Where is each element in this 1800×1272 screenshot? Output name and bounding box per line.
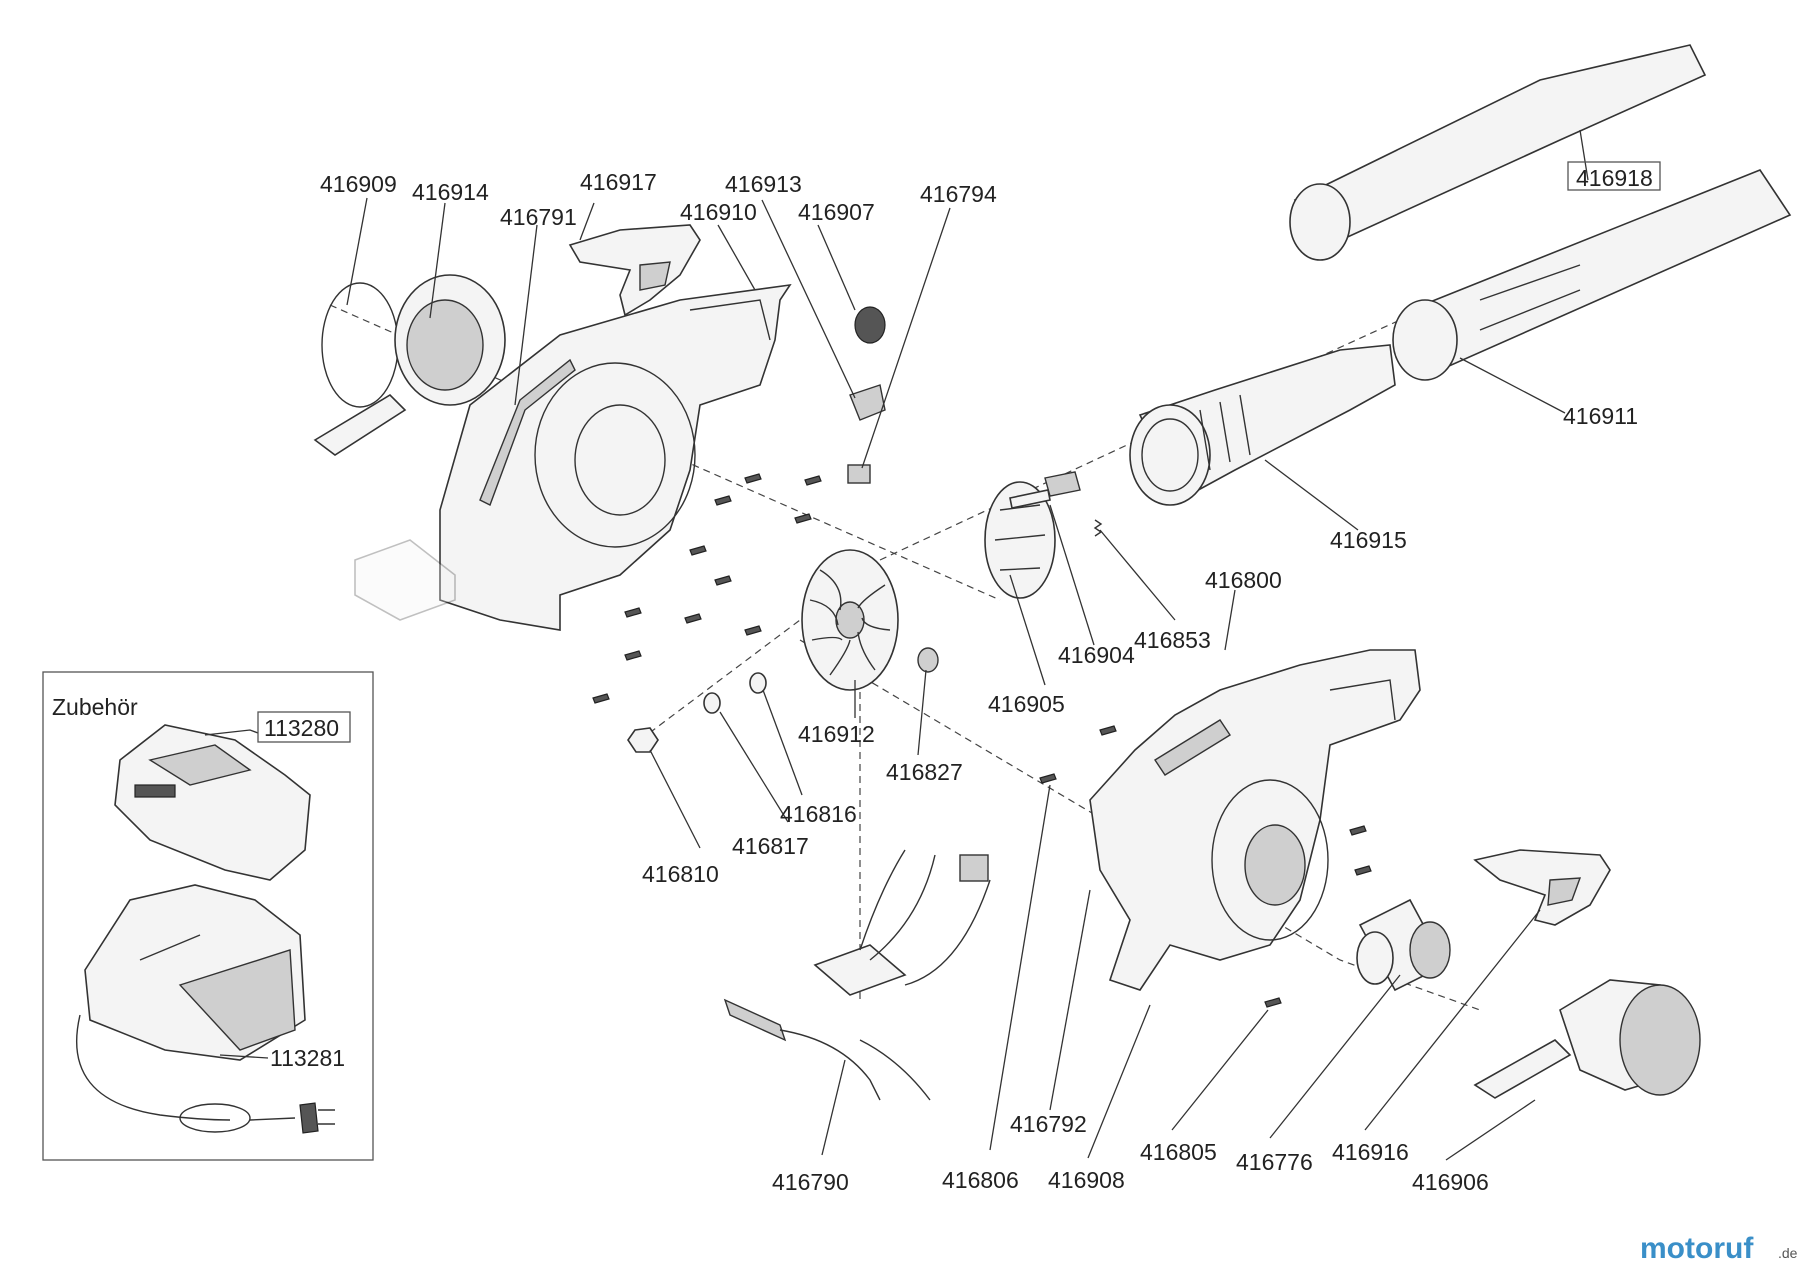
label-416776: 416776 bbox=[1236, 1149, 1313, 1175]
nozzle-latch bbox=[1009, 471, 1081, 509]
blow-tube bbox=[1129, 344, 1396, 506]
label-416911: 416911 bbox=[1563, 403, 1638, 429]
label-113281: 113281 bbox=[270, 1045, 345, 1071]
control-board-and-cables bbox=[723, 849, 991, 1101]
label-416794: 416794 bbox=[920, 181, 997, 207]
label-416800: 416800 bbox=[1205, 567, 1282, 593]
extension-tube-upper bbox=[1289, 44, 1707, 261]
leader-lines bbox=[204, 129, 1589, 1161]
rear-inlet-cover bbox=[1473, 979, 1701, 1099]
right-housing-half bbox=[1089, 649, 1421, 991]
label-416907: 416907 bbox=[798, 199, 875, 225]
label-416792: 416792 bbox=[1010, 1111, 1087, 1137]
inlet-ring bbox=[321, 282, 399, 408]
charger-cable-plug bbox=[75, 1014, 335, 1134]
battery-ghost bbox=[354, 539, 456, 621]
washers-and-nuts bbox=[627, 647, 939, 753]
accessory-charger bbox=[84, 884, 306, 1061]
label-box-113280 bbox=[257, 711, 351, 743]
fan-impeller bbox=[801, 549, 899, 691]
accessory-box-title: Zubehör bbox=[52, 694, 138, 720]
handle-cover bbox=[568, 224, 701, 317]
motor bbox=[1356, 898, 1451, 992]
label-416805: 416805 bbox=[1140, 1139, 1217, 1165]
latch-spring bbox=[1093, 519, 1103, 537]
watermark-suffix: .de bbox=[1778, 1245, 1798, 1261]
watermark-logo: motoruf .de bbox=[1640, 1232, 1798, 1265]
label-416790: 416790 bbox=[772, 1169, 849, 1195]
rear-handle-cover bbox=[1473, 849, 1611, 926]
accessory-box bbox=[42, 671, 374, 1161]
label-416791: 416791 bbox=[500, 204, 577, 230]
watermark-brand: motoruf bbox=[1640, 1232, 1754, 1265]
left-housing-half bbox=[439, 283, 792, 631]
fan-guard-plate bbox=[984, 481, 1056, 599]
part-labels: 416909 416914 416917 416913 416910 41690… bbox=[257, 161, 1661, 1195]
label-416913: 416913 bbox=[725, 171, 802, 197]
label-113280: 113280 bbox=[264, 715, 339, 741]
label-416916: 416916 bbox=[1332, 1139, 1409, 1165]
label-416912: 416912 bbox=[798, 721, 875, 747]
label-416904: 416904 bbox=[1058, 642, 1135, 668]
label-416810: 416810 bbox=[642, 861, 719, 887]
label-416816: 416816 bbox=[780, 801, 857, 827]
label-416853: 416853 bbox=[1134, 627, 1211, 653]
label-416917: 416917 bbox=[580, 169, 657, 195]
screws bbox=[592, 473, 1372, 1008]
label-box-416918 bbox=[1567, 161, 1661, 191]
label-416918: 416918 bbox=[1576, 165, 1653, 191]
label-416906: 416906 bbox=[1412, 1169, 1489, 1195]
label-416905: 416905 bbox=[988, 691, 1065, 717]
speed-knob bbox=[854, 306, 886, 344]
filter-cover bbox=[313, 274, 506, 456]
label-416817: 416817 bbox=[732, 833, 809, 859]
label-416909: 416909 bbox=[320, 171, 397, 197]
label-416914: 416914 bbox=[412, 179, 489, 205]
label-416910: 416910 bbox=[680, 199, 757, 225]
micro-switch bbox=[847, 464, 871, 484]
trigger bbox=[849, 384, 886, 421]
extension-tube-lower bbox=[1392, 169, 1792, 381]
label-416915: 416915 bbox=[1330, 527, 1407, 553]
accessory-battery bbox=[114, 724, 311, 881]
label-416806: 416806 bbox=[942, 1167, 1019, 1193]
label-416908: 416908 bbox=[1048, 1167, 1125, 1193]
label-416827: 416827 bbox=[886, 759, 963, 785]
